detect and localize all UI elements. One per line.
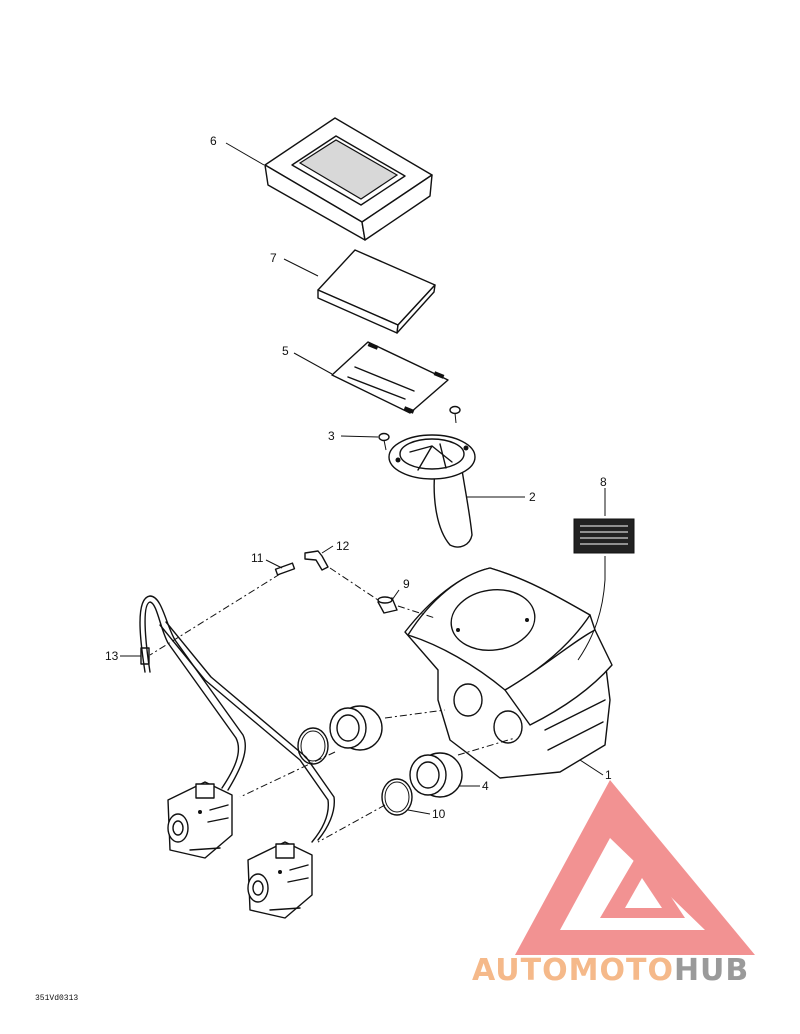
part-5-grille-plate [331, 341, 449, 414]
part-9-fitting [377, 596, 398, 614]
part-8-decal-label [573, 518, 635, 554]
callout-1: 1 [605, 768, 612, 782]
leader-lines [120, 142, 606, 815]
carburetor-left [167, 781, 233, 859]
callout-7: 7 [270, 251, 277, 265]
part-6-foam-frame [264, 117, 433, 241]
callout-2: 2 [529, 490, 536, 504]
callout-12: 12 [336, 539, 350, 553]
callout-11: 11 [251, 551, 264, 565]
part-1-airbox [404, 567, 613, 779]
part-10-clamp-lower [381, 778, 413, 816]
logo-triangle-core [625, 878, 662, 908]
drawing-code: 351Vd0313 [35, 994, 78, 1003]
callout-4: 4 [482, 779, 489, 793]
part-7-filter-element [317, 249, 436, 334]
callout-3: 3 [328, 429, 335, 443]
callout-8: 8 [600, 475, 607, 489]
callout-9: 9 [403, 577, 410, 591]
watermark-logo [515, 780, 755, 955]
part-3-screws [378, 405, 461, 451]
callout-10: 10 [432, 807, 446, 821]
part-4-boot-lower [409, 752, 463, 798]
part-10-clamp-upper [297, 727, 329, 765]
callout-6: 6 [210, 134, 217, 148]
assembly-lines [149, 567, 516, 843]
callout-13: 13 [105, 649, 119, 663]
callout-5: 5 [282, 344, 289, 358]
part-12-elbow [304, 550, 329, 571]
part-11-tube [274, 562, 296, 576]
part-4-boot-upper [329, 705, 383, 751]
watermark-brand-text: AUTOMOTOHUB [472, 953, 749, 988]
carburetor-right [247, 841, 313, 919]
part-2-intake-horn [388, 434, 476, 548]
